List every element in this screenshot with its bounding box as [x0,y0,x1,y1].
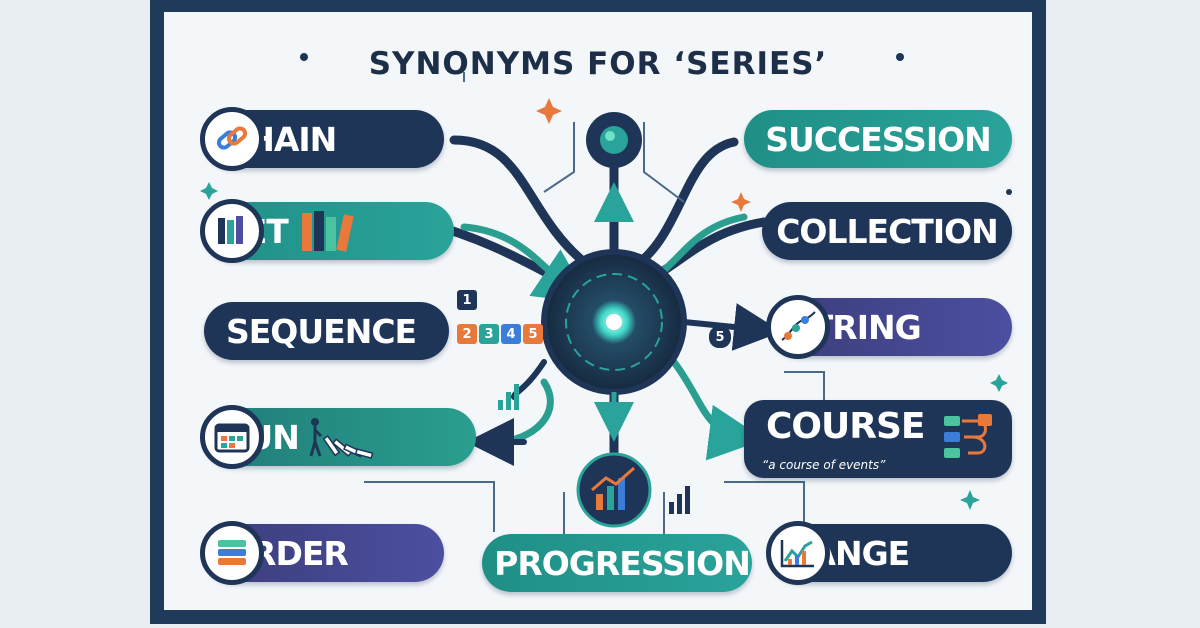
connector-lines [200,53,1012,572]
course-example-text: “a course of events” [762,458,886,472]
synonym-sequence: SEQUENCE [204,302,449,360]
line-chart-icon [766,521,830,585]
synonym-collection: COLLECTION [762,202,1012,260]
synonym-succession: SUCCESSION [744,110,1012,168]
books-icon [301,211,354,252]
synonym-set: SET [200,199,454,263]
infographic-board: SYNONYMS FOR ‘SERIES’ [150,0,1046,624]
calendar-icon [200,405,264,469]
string-number-badge: 5 [709,326,731,348]
dominoes-icon [309,418,374,459]
synonym-progression: PROGRESSION [482,534,752,592]
synonym-string: STRING [766,295,1012,359]
beads-string-icon [766,295,830,359]
page-title: SYNONYMS FOR ‘SERIES’ [368,46,828,82]
synonym-chain: CHAIN [200,107,444,171]
chain-link-icon [200,107,264,171]
synonym-range: RANGE [766,521,1012,585]
synonym-order: ORDER [200,521,444,585]
synonym-run: RUN [200,405,476,469]
books-icon [200,199,264,263]
stacked-layers-icon [200,521,264,585]
synonym-course: COURSE [744,400,1012,478]
flow-steps-icon [944,414,992,458]
